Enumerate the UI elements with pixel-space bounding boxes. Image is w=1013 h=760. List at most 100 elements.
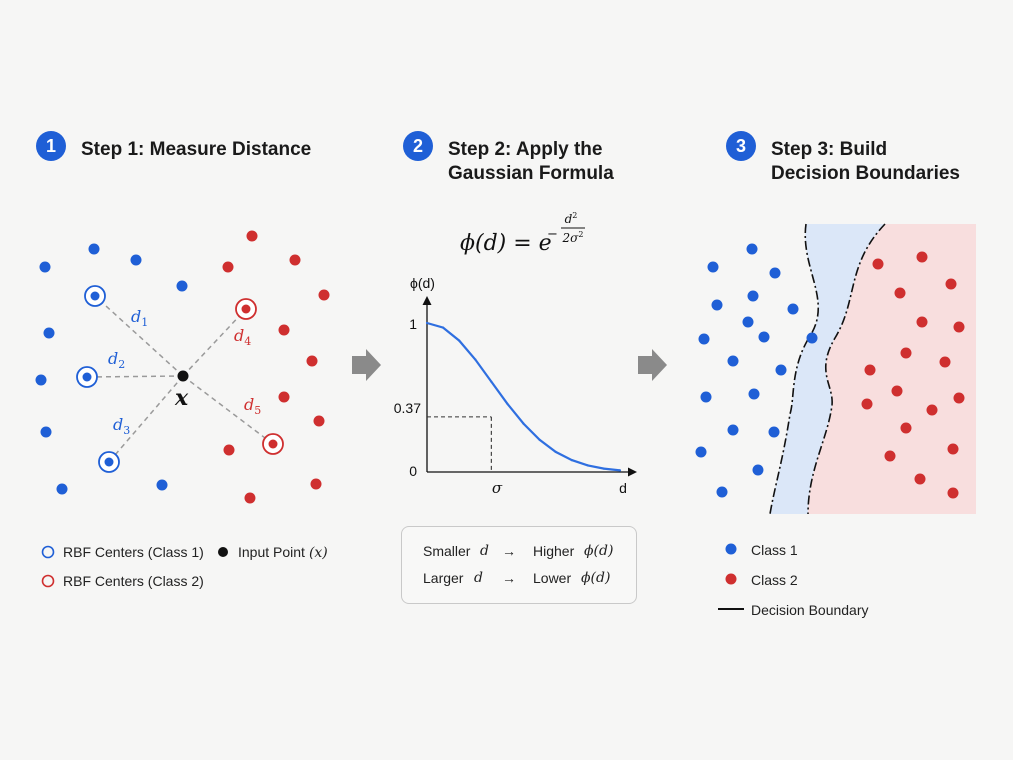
distance-line-d4 [182,308,247,377]
sigma-guides [427,416,492,472]
class2-point [223,444,235,456]
gaussian-curve-point [506,402,509,405]
class1-point [56,483,68,495]
distance-label-d5: d5 [244,395,261,417]
class2-point [872,258,884,270]
gaussian-curve-point [522,422,525,425]
rbf-center-class2 [262,433,284,455]
class1-point [43,327,55,339]
step1-number: 1 [46,136,56,156]
class1-point [742,316,754,328]
gaussian-curve-point [602,467,606,470]
class2-point [900,422,912,434]
class2-point [864,364,876,376]
class1-point [752,464,764,476]
rbf-centers-class1 [76,285,120,473]
step1-header: 1 Step 1: Measure Distance [36,131,311,161]
step3-class1-points [695,243,818,498]
class2-point [914,473,926,485]
rule-larger-arrow: → [502,570,516,586]
chart-x-axis-label: d [619,480,627,496]
class2-point [313,415,325,427]
step2-title-line1: Step 2: Apply the [448,139,602,160]
arrow-right-icon [352,349,381,381]
class2-region [808,224,976,514]
class1-point [695,446,707,458]
distance-label-d2: d2 [108,349,125,371]
distance-similarity-rule-box: Smaller d → Higher ϕ(d) Larger d → Lower… [401,526,637,604]
distance-label-d4: d4 [234,326,251,348]
class2-point [894,287,906,299]
class1-point [769,267,781,279]
rule-larger-var: d [474,570,483,586]
decision-boundary-left [769,223,820,515]
legend-rbf-class1-label: RBF Centers (Class 1) [63,544,204,560]
step3-legend: Class 1 Class 2 Decision Boundary [718,542,869,618]
gaussian-formula: ϕ(d) = e − d2 2σ2 [460,211,585,256]
legend-class1-icon [725,543,737,555]
step3-title-line2: Decision Boundaries [771,163,960,184]
class1-point [711,299,723,311]
legend-input-point-icon [218,547,228,557]
step1-distance-panel: x d1 d2 d3 d4 d5 RBF Centers (Class 1) I… [35,230,330,589]
rule-higher-label: Higher [533,543,575,559]
gaussian-curve-point [554,450,557,453]
chart-y-tick-0: 0 [409,463,417,479]
step3-title-line1: Step 3: Build [771,139,887,160]
distance-label-d3: d3 [113,415,130,437]
rbf-center-class1 [76,366,98,388]
step2-badge [403,131,433,161]
gaussian-curve-point [586,464,589,467]
class2-point [953,321,965,333]
chart-y-axis-label: ϕ(d) [410,275,435,291]
class2-point [953,392,965,404]
class2-point [244,492,256,504]
step3-class2-points [861,251,965,499]
rule-larger-label: Larger [423,570,464,586]
step2-gaussian-panel: ϕ(d) = e − d2 2σ2 ϕ(d) 1 0.37 0 σ d [394,211,637,497]
gaussian-curve-point [474,358,477,361]
chart-x-axis-arrowhead [628,467,637,477]
distance-line-d3 [108,375,184,463]
class2-point [884,450,896,462]
legend-rbf-class2-label: RBF Centers (Class 2) [63,573,204,589]
step2-title-line2: Gaussian Formula [448,163,614,184]
class2-point [861,398,873,410]
class2-point [278,324,290,336]
legend-class2-label: Class 2 [751,572,798,588]
rbf-centers-class2 [235,298,284,455]
gaussian-curve-point [618,469,622,472]
class2-point [916,316,928,328]
class2-point [900,347,912,359]
chart-y-tick-1: 1 [409,316,417,332]
class2-point [222,261,234,273]
gaussian-curve-point [570,459,573,462]
class1-point [156,479,168,491]
class1-point [716,486,728,498]
distance-line-d1 [94,295,184,377]
class1-point [775,364,787,376]
legend-boundary-label: Decision Boundary [751,602,869,618]
gaussian-curve [426,321,621,472]
distance-label-d1: d1 [131,307,148,329]
class2-point [947,443,959,455]
class2-point [945,278,957,290]
rbf-center-class1 [84,285,106,307]
step1-title: Step 1: Measure Distance [81,139,311,160]
class1-point [40,426,52,438]
class1-point [768,426,780,438]
rule-higher-fn: ϕ(d) [584,543,614,559]
gaussian-curve-point [442,326,445,329]
legend-rbf-class1-icon [41,545,55,559]
class2-point [891,385,903,397]
distance-lines [86,295,274,463]
formula-denominator: 2σ2 [562,230,584,245]
step1-legend: RBF Centers (Class 1) Input Point(x) RBF… [41,544,328,589]
formula-numerator: d2 [565,211,578,226]
class1-point [698,333,710,345]
class1-point [130,254,142,266]
formula-lhs: ϕ(d) = e [460,231,552,256]
gaussian-chart: ϕ(d) 1 0.37 0 σ d [394,275,637,497]
